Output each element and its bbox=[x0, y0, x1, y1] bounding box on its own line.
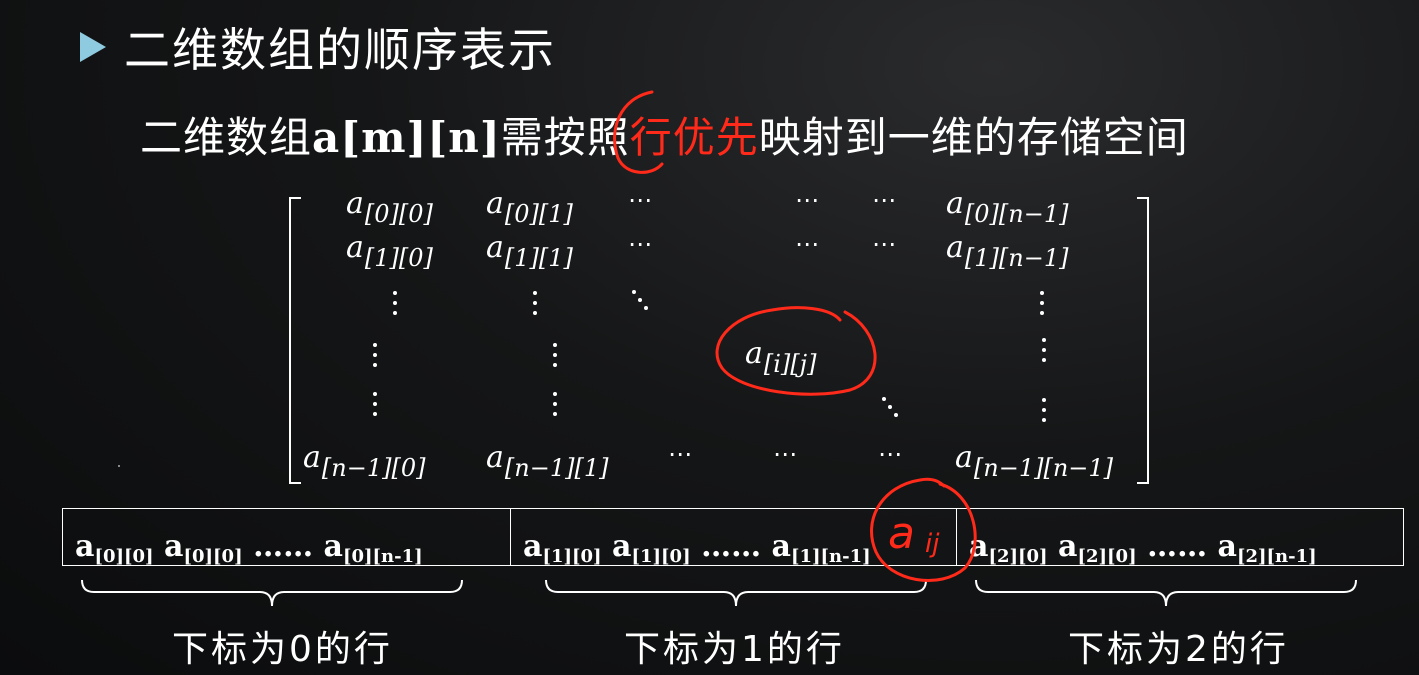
row-label-0: 下标为0的行 bbox=[172, 629, 393, 670]
matrix-vdots bbox=[373, 392, 377, 422]
matrix-element: a[0][n−1] bbox=[946, 186, 1069, 228]
row-brace bbox=[80, 578, 464, 607]
triangle-bullet-icon bbox=[80, 32, 106, 62]
subtitle-array: a[m][n] bbox=[312, 113, 501, 162]
matrix-vdots bbox=[393, 291, 397, 321]
matrix-element-ij: a[i][j] bbox=[745, 336, 817, 378]
matrix-hdots: ⋯ bbox=[628, 186, 653, 214]
matrix-right-bracket bbox=[1137, 197, 1149, 484]
circle-annotation-memory bbox=[870, 477, 977, 582]
matrix-element: a[0][0] bbox=[346, 186, 433, 228]
subtitle-prefix: 二维数组 bbox=[140, 113, 313, 162]
row-brace bbox=[544, 578, 928, 607]
matrix-hdots: ⋯ bbox=[668, 440, 693, 468]
matrix-element: a[n−1][0] bbox=[303, 440, 426, 482]
matrix-hdots: ⋯ bbox=[773, 440, 798, 468]
matrix-vdots bbox=[1042, 338, 1046, 368]
matrix-left-bracket bbox=[289, 197, 301, 484]
stray-dot bbox=[118, 465, 120, 467]
matrix-element: a[1][n−1] bbox=[946, 230, 1069, 272]
memory-separator bbox=[510, 509, 511, 565]
memory-segment-row1: a[1][0] a[1][0] …… a[1][n-1] bbox=[523, 529, 871, 567]
matrix-element: a[1][0] bbox=[346, 230, 433, 272]
matrix-vdots bbox=[1040, 291, 1044, 321]
row-brace bbox=[974, 578, 1358, 607]
matrix-element: a[n−1][1] bbox=[486, 440, 609, 482]
handwritten-aij-icon: a bbox=[888, 508, 915, 559]
svg-text:ij: ij bbox=[925, 529, 940, 559]
matrix-hdots: ⋯ bbox=[795, 230, 820, 258]
slide-title: 二维数组的顺序表示 bbox=[124, 23, 556, 77]
matrix-hdots: ⋯ bbox=[795, 186, 820, 214]
slide-title-row: 二维数组的顺序表示 bbox=[80, 14, 556, 80]
matrix-vdots bbox=[373, 343, 377, 373]
memory-segment-row0: a[0][0] a[0][0] …… a[0][n-1] bbox=[75, 529, 423, 567]
matrix-vdots bbox=[553, 392, 557, 422]
subtitle-suffix: 映射到一维的存储空间 bbox=[758, 113, 1189, 162]
memory-separator bbox=[956, 509, 957, 565]
circle-annotation-aij bbox=[715, 306, 877, 396]
matrix-element: a[0][1] bbox=[486, 186, 573, 228]
matrix-ddots bbox=[882, 397, 900, 419]
matrix-vdots bbox=[553, 343, 557, 373]
subtitle-mid: 需按照 bbox=[500, 113, 630, 162]
matrix-hdots: ⋯ bbox=[628, 230, 653, 258]
matrix-ddots bbox=[632, 290, 650, 312]
memory-segment-row2: a[2][0] a[2][0] …… a[2][n-1] bbox=[969, 529, 1317, 567]
memory-strip: a[0][0] a[0][0] …… a[0][n-1] a[1][0] a[1… bbox=[62, 508, 1404, 567]
matrix-hdots: ⋯ bbox=[872, 186, 897, 214]
row-label-1: 下标为1的行 bbox=[624, 629, 845, 670]
matrix-hdots: ⋯ bbox=[872, 230, 897, 258]
matrix-element: a[n−1][n−1] bbox=[955, 440, 1114, 482]
matrix-vdots bbox=[533, 291, 537, 321]
matrix-element: a[1][1] bbox=[486, 230, 573, 272]
row-label-2: 下标为2的行 bbox=[1068, 629, 1289, 670]
circle-annotation-highlight bbox=[613, 90, 664, 174]
matrix-hdots: ⋯ bbox=[878, 440, 903, 468]
subtitle-highlight: 行优先 bbox=[629, 113, 759, 162]
matrix-vdots bbox=[1042, 398, 1046, 428]
slide-subtitle: 二维数组a[m][n]需按照行优先映射到一维的存储空间 bbox=[140, 104, 1189, 165]
